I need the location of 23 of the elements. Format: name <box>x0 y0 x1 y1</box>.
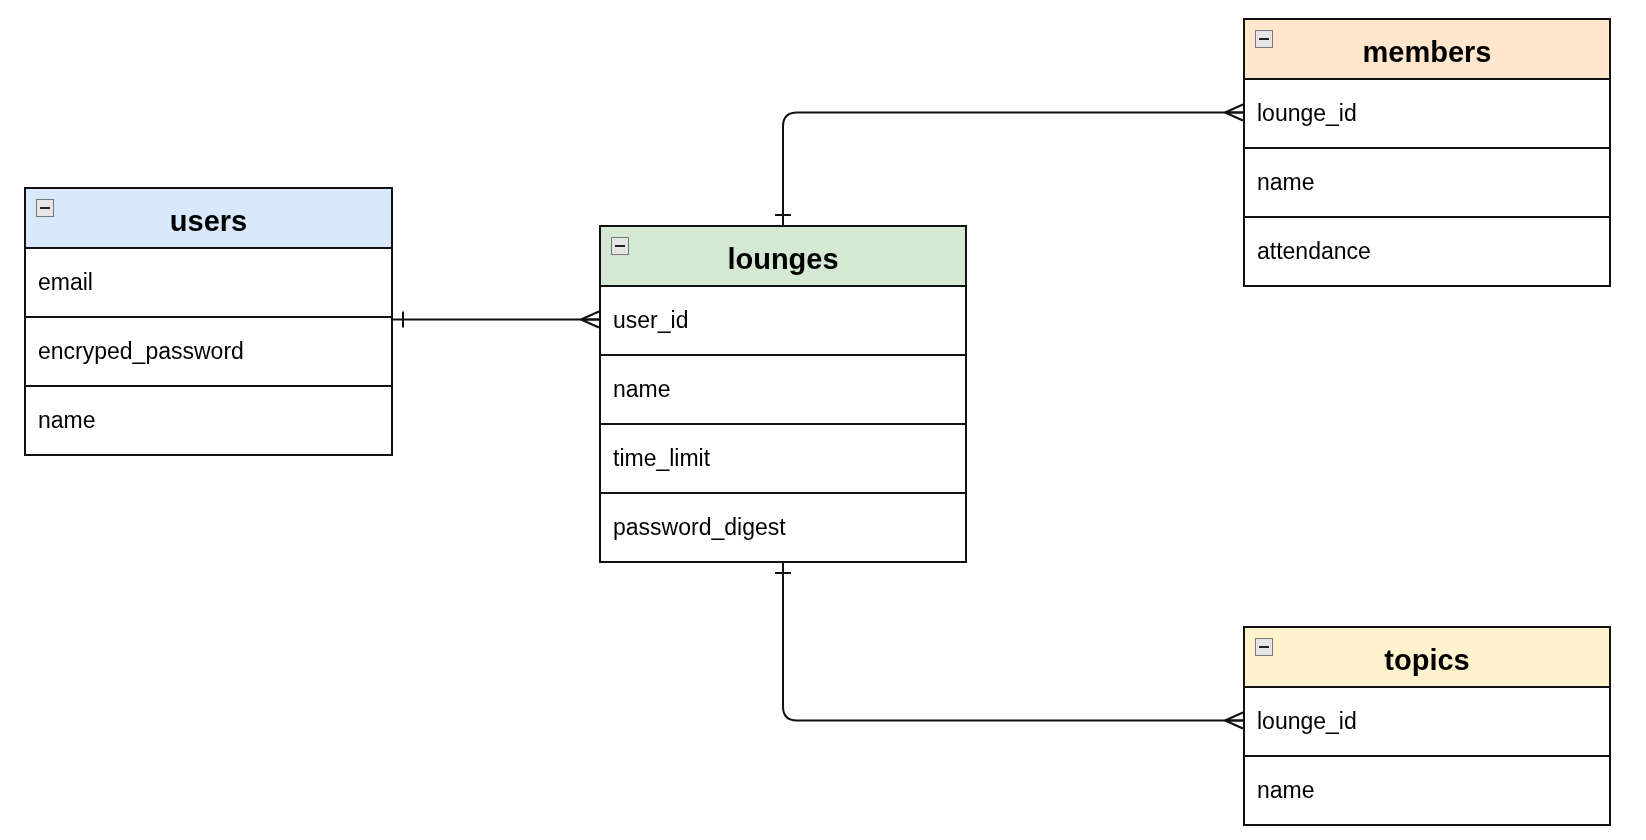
field-name: name <box>38 406 96 436</box>
relationship-line <box>774 103 1244 226</box>
field-name: time_limit <box>613 444 711 474</box>
relationship-line <box>774 562 1244 730</box>
field-name: name <box>613 375 671 405</box>
field-name: password_digest <box>613 513 786 543</box>
field-name: name <box>1257 168 1315 198</box>
field-name: email <box>38 268 93 298</box>
field-name: lounge_id <box>1257 707 1357 737</box>
field-name: attendance <box>1257 237 1371 267</box>
field-name: user_id <box>613 306 689 336</box>
table-title: users <box>169 204 248 240</box>
relationship-line <box>392 310 600 329</box>
entity-table <box>1243 18 1611 287</box>
table-title: lounges <box>727 242 839 278</box>
entity-table <box>599 225 967 563</box>
entity-table <box>1243 626 1611 826</box>
entity-table <box>24 187 393 456</box>
table-title: members <box>1362 35 1492 71</box>
field-name: name <box>1257 776 1315 806</box>
field-name: lounge_id <box>1257 99 1357 129</box>
field-name: encryped_password <box>38 337 244 367</box>
table-title: topics <box>1384 643 1470 679</box>
